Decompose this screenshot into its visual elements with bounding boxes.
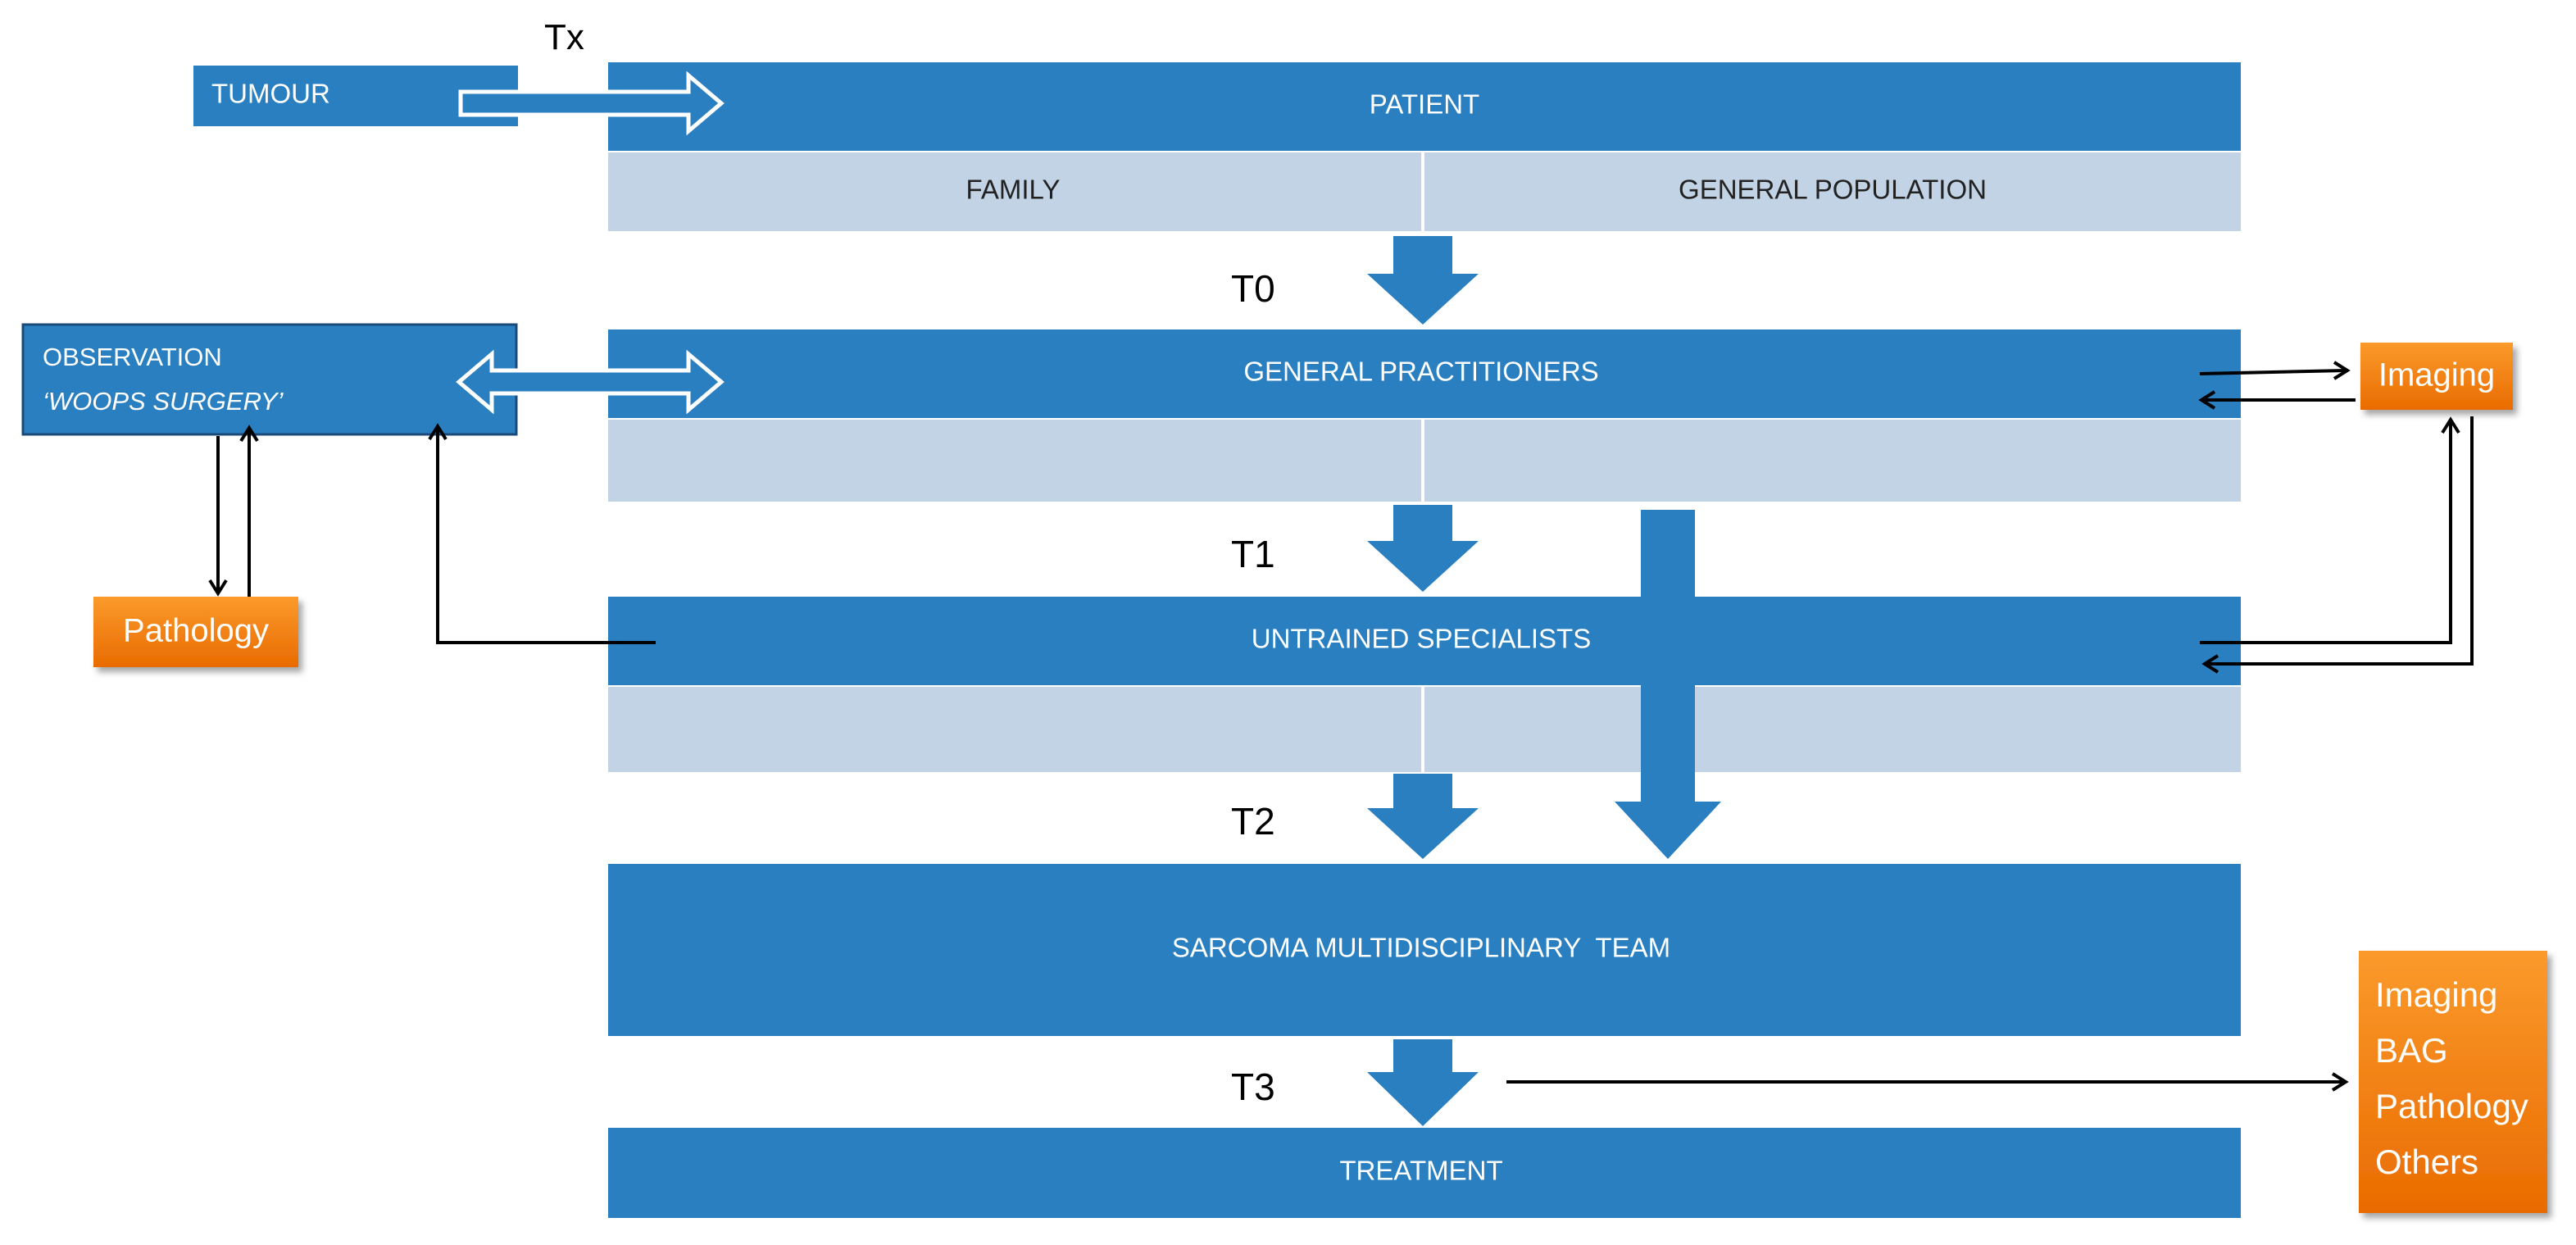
tumour-label: TUMOUR (211, 79, 330, 109)
general-practitioners-box (608, 329, 2241, 418)
sarcoma-mdt-box (608, 864, 2241, 1036)
observation-box (21, 323, 518, 436)
patient-label: PATIENT (1370, 89, 1479, 120)
general-population-label: GENERAL POPULATION (1679, 175, 1987, 205)
observation-gp-double-arrow (456, 349, 725, 415)
resources-box (2359, 951, 2547, 1213)
t3-resources-arrow (1506, 1072, 2349, 1092)
observation-label: OBSERVATION (43, 343, 222, 371)
sarcoma-mdt-label: SARCOMA MULTIDISCIPLINARY TEAM (1172, 933, 1670, 963)
specialists-imaging-arrows (2200, 416, 2474, 674)
t1-arrow (1367, 505, 1479, 592)
treatment-label: TREATMENT (1339, 1156, 1502, 1186)
gp-imaging-arrows (2198, 361, 2356, 410)
untrained-specialists-label: UNTRAINED SPECIALISTS (1252, 624, 1591, 654)
untrained-specialists-box (608, 597, 2241, 685)
resource-pathology-label: Pathology (2375, 1087, 2528, 1125)
tx-arrow (458, 70, 725, 136)
imaging-label: Imaging (2378, 357, 2495, 393)
gp-to-mdt-bypass-arrow (1615, 510, 1721, 859)
t3-arrow (1367, 1039, 1479, 1126)
pathology-label: Pathology (123, 613, 269, 649)
specialists-to-observation-arrow (428, 423, 656, 644)
observation-pathology-arrows (208, 425, 259, 597)
stage-t0-label: T0 (1231, 267, 1275, 310)
t0-arrow (1367, 236, 1479, 325)
general-practitioners-label: GENERAL PRACTITIONERS (1243, 357, 1598, 387)
resource-bag-label: BAG (2375, 1031, 2448, 1070)
imaging-box (2360, 343, 2513, 410)
woops-surgery-label: ‘WOOPS SURGERY’ (43, 387, 284, 416)
stage-t1-label: T1 (1231, 533, 1275, 575)
pathology-box (93, 597, 298, 667)
treatment-box (608, 1128, 2241, 1218)
stage-t2-label: T2 (1231, 800, 1275, 843)
stage-t3-label: T3 (1231, 1066, 1275, 1108)
resource-imaging-label: Imaging (2375, 975, 2497, 1014)
us-band-left (608, 687, 1421, 772)
patient-box (608, 62, 2241, 151)
gp-band-left (608, 420, 1421, 502)
resource-others-label: Others (2375, 1143, 2478, 1181)
us-band-right (1424, 687, 2241, 772)
general-population-band (1424, 152, 2241, 231)
gp-band-right (1424, 420, 2241, 502)
family-label: FAMILY (966, 175, 1061, 205)
family-band (608, 152, 1421, 231)
t2-arrow (1367, 774, 1479, 859)
stage-tx-label: Tx (544, 17, 584, 57)
